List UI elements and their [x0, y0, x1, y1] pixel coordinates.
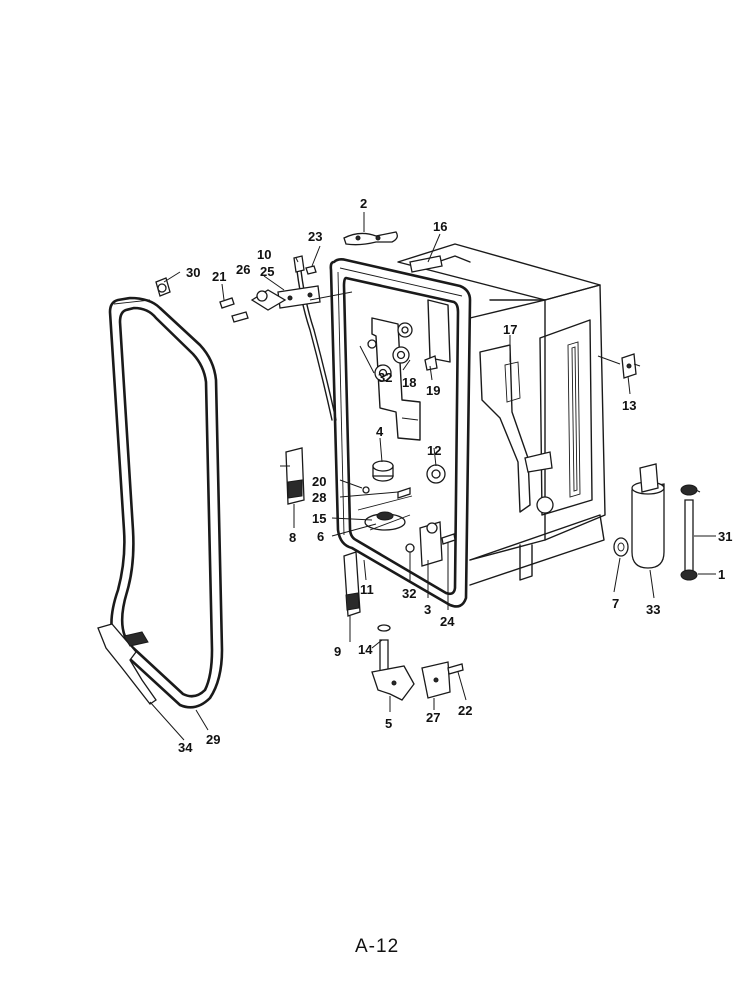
callout-18: 18 [402, 375, 416, 390]
callout-14: 14 [358, 642, 373, 657]
callout-26: 26 [236, 262, 250, 277]
callout-4: 4 [376, 424, 384, 439]
callout-32-lower: 32 [402, 586, 416, 601]
callout-2: 2 [360, 196, 367, 211]
callout-10: 10 [257, 247, 271, 262]
callout-33: 33 [646, 602, 660, 617]
callout-19: 19 [426, 383, 440, 398]
callout-25: 25 [260, 264, 274, 279]
callout-6: 6 [317, 529, 324, 544]
callout-32-upper: 32 [378, 370, 392, 385]
callout-22: 22 [458, 703, 472, 718]
callout-11: 11 [360, 582, 374, 597]
callout-31: 31 [718, 529, 732, 544]
callout-17: 17 [503, 322, 517, 337]
callout-20: 20 [312, 474, 326, 489]
callout-28: 28 [312, 490, 326, 505]
page-label: A-12 [355, 936, 400, 957]
leader-lines [149, 212, 716, 741]
callout-27: 27 [426, 710, 440, 725]
lower-parts [97, 277, 698, 705]
callout-1: 1 [718, 567, 725, 582]
callout-16: 16 [433, 219, 447, 234]
door-gasket [108, 296, 224, 709]
callout-34: 34 [178, 740, 193, 755]
callout-7: 7 [612, 596, 619, 611]
callout-15: 15 [312, 511, 326, 526]
callout-23: 23 [308, 229, 322, 244]
callout-12: 12 [427, 443, 441, 458]
callout-24: 24 [440, 614, 455, 629]
callout-29: 29 [206, 732, 220, 747]
callout-5: 5 [385, 716, 392, 731]
callout-3: 3 [424, 602, 431, 617]
callout-8: 8 [289, 530, 296, 545]
callout-9: 9 [334, 644, 341, 659]
tub-assembly [219, 231, 637, 617]
callout-labels: 2 16 23 10 26 25 30 21 32 18 19 17 13 4 … [178, 196, 732, 755]
callout-30: 30 [186, 265, 200, 280]
callout-13: 13 [622, 398, 636, 413]
callout-21: 21 [212, 269, 226, 284]
